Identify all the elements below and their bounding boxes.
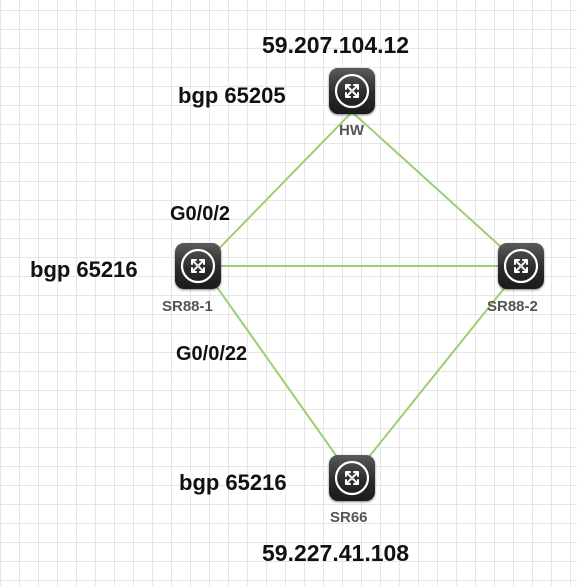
sr88-1-asn-label: bgp 65216 xyxy=(30,257,138,282)
sr88-2-device-name: SR88-2 xyxy=(487,298,538,315)
router-hw[interactable] xyxy=(329,68,375,114)
sr66-device-name: SR66 xyxy=(330,509,368,526)
port-label-g0-0-2: G0/0/2 xyxy=(170,203,231,225)
router-icon xyxy=(180,248,216,284)
router-icon xyxy=(503,248,539,284)
hw-asn-label: bgp 65205 xyxy=(178,83,286,108)
router-icon xyxy=(334,73,370,109)
sr66-asn-label: bgp 65216 xyxy=(179,470,287,495)
hw-ip-label: 59.207.104.12 xyxy=(262,32,410,58)
link-hw-sr88-2[interactable] xyxy=(351,111,523,267)
sr66-ip-label: 59.227.41.108 xyxy=(262,540,410,566)
port-label-g0-0-22: G0/0/22 xyxy=(176,343,248,365)
router-sr88-2[interactable] xyxy=(498,243,544,289)
router-icon xyxy=(334,460,370,496)
link-sr88-2-sr66[interactable] xyxy=(351,265,523,479)
link-sr88-1-sr66[interactable] xyxy=(201,265,353,479)
link-hw-sr88-1[interactable] xyxy=(201,111,353,267)
sr88-1-device-name: SR88-1 xyxy=(162,298,213,315)
hw-device-name: HW xyxy=(339,122,364,139)
router-sr88-1[interactable] xyxy=(175,243,221,289)
router-sr66[interactable] xyxy=(329,455,375,501)
